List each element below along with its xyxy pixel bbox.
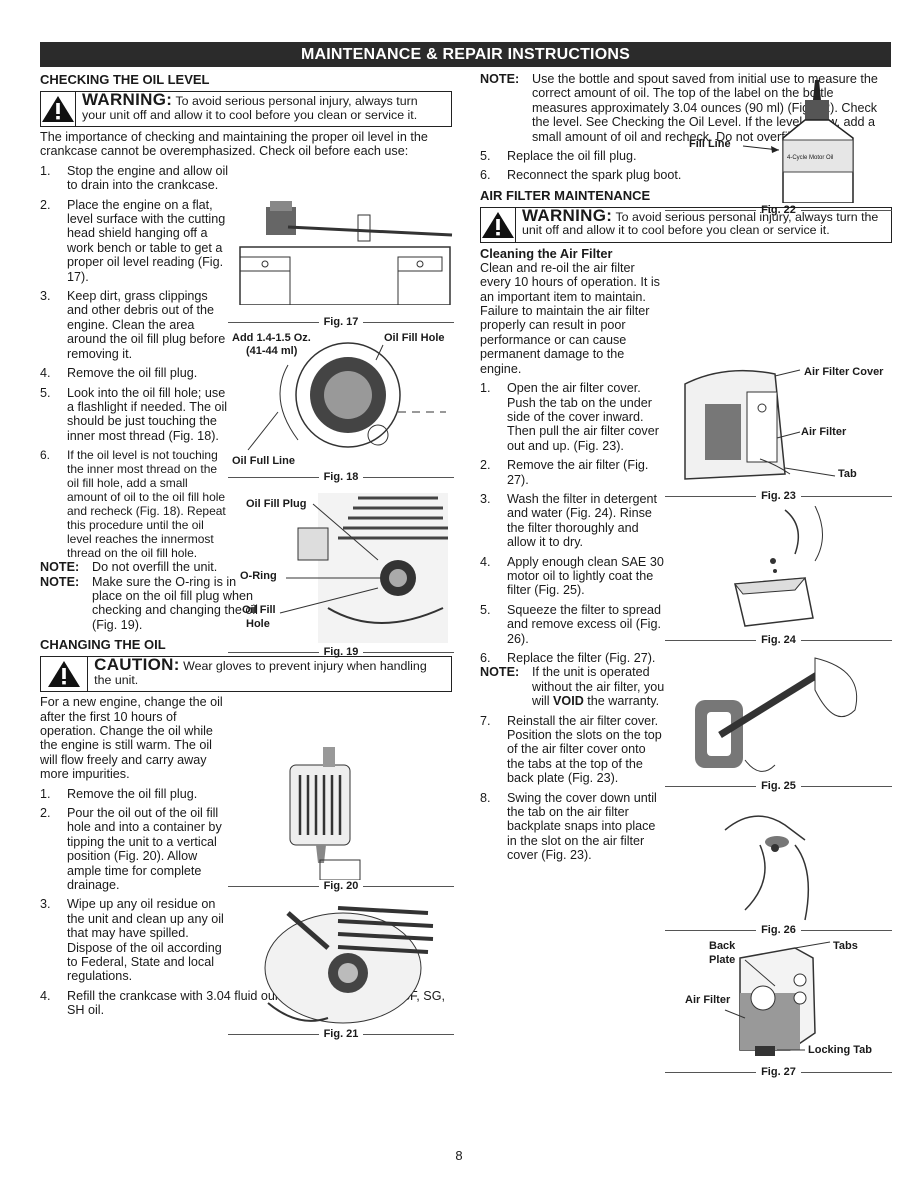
oil-check-intro: The importance of checking and maintaini… xyxy=(40,130,428,159)
list-item: 4.Apply enough clean SAE 30 motor oil to… xyxy=(480,554,664,598)
warning-icon xyxy=(41,92,76,126)
figure-22: Fill Line 4-Cycle Motor Oil Fig. 22 xyxy=(665,78,892,218)
caution-icon xyxy=(41,657,89,692)
section-banner: MAINTENANCE & REPAIR INSTRUCTIONS xyxy=(40,42,891,67)
warning-text: To avoid serious personal injury, always… xyxy=(82,94,418,122)
oil-change-title: CHANGING THE OIL xyxy=(40,637,166,653)
list-item: 6.Reconnect the spark plug boot. xyxy=(480,168,682,183)
warning-text: To avoid serious personal injury, always… xyxy=(522,209,879,238)
page-number: 8 xyxy=(455,1148,463,1163)
figure-19: Oil Fill Plug O-Ring Oil Fill Hole Fig. … xyxy=(228,488,454,660)
list-item: 7.Reinstall the air filter cover. Positi… xyxy=(480,713,662,786)
list-item: 2.Place the engine on a flat, level surf… xyxy=(40,197,226,284)
figure-23: Air Filter Cover Air Filter Tab Fig. 23 xyxy=(665,364,892,504)
warning-word: WARNING: xyxy=(522,205,613,225)
list-item: 5.Squeeze the filter to spread and remov… xyxy=(480,602,662,646)
oil-change-intro: For a new engine, change the oil after t… xyxy=(40,695,223,782)
figure-25: Fig. 25 xyxy=(665,650,892,795)
warning-box-air-filter: WARNING: To avoid serious personal injur… xyxy=(480,205,892,243)
note-void: NOTE:If the unit is operated without the… xyxy=(480,665,665,709)
figure-18: Add 1.4-1.5 Oz. (41-44 ml) Oil Fill Hole… xyxy=(228,330,454,485)
warning-word: WARNING: xyxy=(82,90,173,109)
warning-box: WARNING: To avoid serious personal injur… xyxy=(40,91,452,127)
note-oring: NOTE:Make sure the O-ring is in place on… xyxy=(40,574,258,632)
list-item: 8.Swing the cover down until the tab on … xyxy=(480,790,657,863)
air-filter-intro: Clean and re-oil the air filter every 10… xyxy=(480,260,660,376)
list-item: 2.Pour the oil out of the oil fill hole … xyxy=(40,806,222,893)
list-item: 1.Stop the engine and allow oil to drain… xyxy=(40,163,229,193)
list-item: 4.Remove the oil fill plug. xyxy=(40,366,198,381)
list-item: 6.If the oil level is not touching the i… xyxy=(40,448,226,561)
figure-26: Fig. 26 xyxy=(665,800,892,938)
note-overfill: NOTE:Do not overfill the unit. xyxy=(40,560,218,575)
list-item: 6.Replace the filter (Fig. 27). xyxy=(480,651,656,665)
caution-box: CAUTION: Wear gloves to prevent injury w… xyxy=(40,655,452,693)
figure-27: Back Plate Tabs Air Filter Locking Tab F… xyxy=(665,938,892,1083)
list-item: 5.Replace the oil fill plug. xyxy=(480,149,637,164)
left-column: CHECKING THE OIL LEVEL WARNING: To avoid… xyxy=(40,72,452,1018)
figure-17: Fig. 17 xyxy=(228,195,454,328)
figure-24: Fig. 24 xyxy=(665,506,892,648)
right-column: NOTE: Use the bottle and spout saved fro… xyxy=(480,72,892,863)
air-filter-title: AIR FILTER MAINTENANCE xyxy=(480,187,651,203)
list-item: 3.Wipe up any oil residue on the unit an… xyxy=(40,897,224,984)
warning-icon xyxy=(481,207,516,242)
air-filter-subtitle: Cleaning the Air Filter xyxy=(480,245,613,261)
caution-word: CAUTION: xyxy=(94,655,180,675)
list-item: 2.Remove the air filter (Fig. 27). xyxy=(480,458,649,487)
list-item: 1.Remove the oil fill plug. xyxy=(40,786,198,801)
list-item: 3.Keep dirt, grass clippings and other d… xyxy=(40,289,226,361)
caution-text: Wear gloves to prevent injury when handl… xyxy=(94,659,427,687)
figure-20: Fig. 20 xyxy=(228,745,454,893)
list-item: 1.Open the air filter cover. Push the ta… xyxy=(480,381,659,453)
list-item: 5.Look into the oil fill hole; use a fla… xyxy=(40,385,228,443)
note-bottle: NOTE: Use the bottle and spout saved fro… xyxy=(480,72,878,144)
oil-check-title: CHECKING THE OIL LEVEL xyxy=(40,72,210,87)
figure-21: Fig. 21 xyxy=(228,893,454,1043)
list-item: 3.Wash the filter in detergent and water… xyxy=(480,491,658,550)
